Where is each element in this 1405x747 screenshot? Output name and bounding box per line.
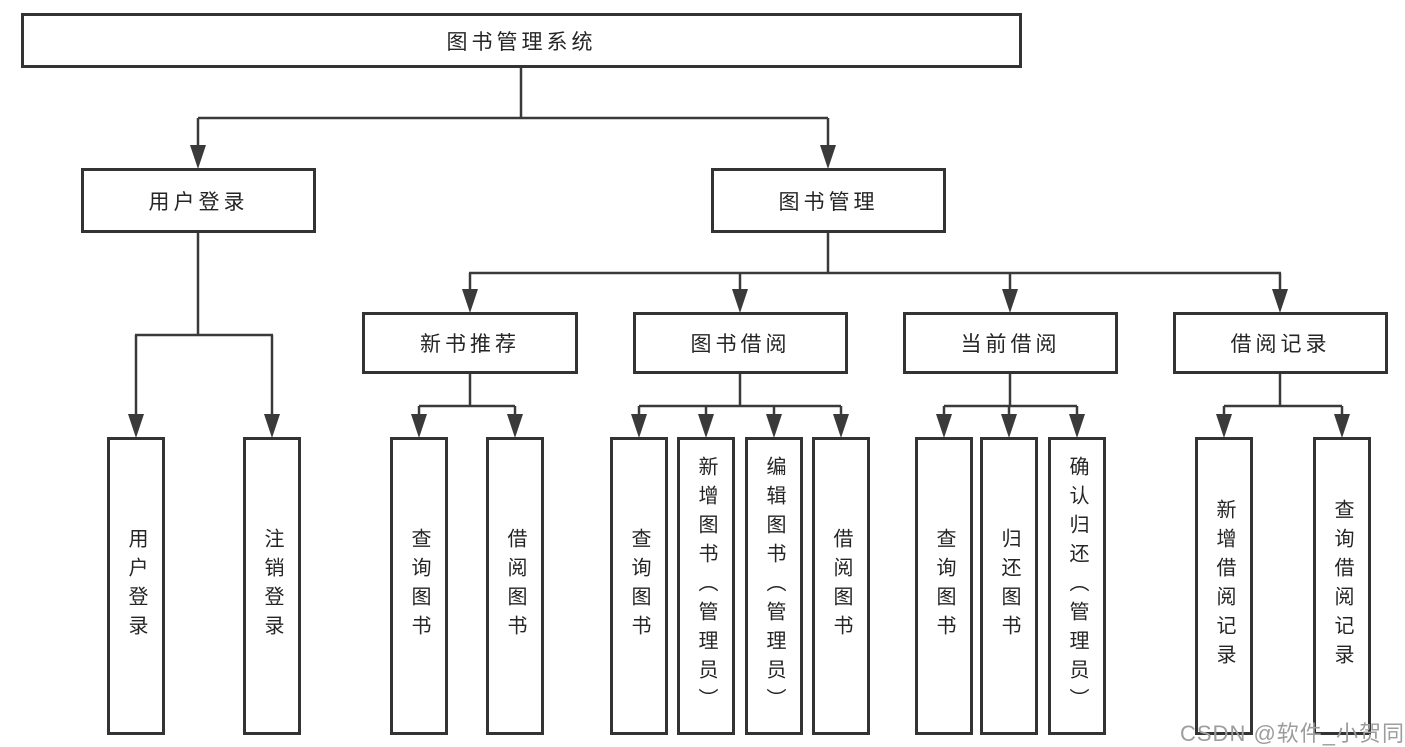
node-label: 借阅图书 xyxy=(830,528,852,644)
arrow-down-icon xyxy=(128,414,144,438)
arrow-down-icon xyxy=(1001,414,1017,438)
node-label: 用户登录 xyxy=(148,190,249,214)
node-label: 编辑图书（管理员） xyxy=(763,455,785,717)
leaf-borrow-books-recommend: 借阅图书 xyxy=(486,437,544,735)
leaf-user-login: 用户登录 xyxy=(107,437,165,735)
arrow-down-icon xyxy=(820,145,836,169)
arrow-down-icon xyxy=(631,414,647,438)
node-current-borrowing: 当前借阅 xyxy=(903,312,1118,374)
node-label: 借阅记录 xyxy=(1230,333,1331,356)
node-label: 图书借阅 xyxy=(690,333,791,356)
csdn-watermark: CSDN @软件_小贺同学 xyxy=(1180,721,1405,746)
leaf-borrow-books-borrowing: 借阅图书 xyxy=(812,437,870,735)
arrow-down-icon xyxy=(1334,414,1350,438)
arrow-down-icon xyxy=(190,145,206,169)
leaf-return-books: 归还图书 xyxy=(980,437,1038,735)
leaf-query-books-borrowing: 查询图书 xyxy=(610,437,668,735)
arrow-down-icon xyxy=(766,414,782,438)
arrow-down-icon xyxy=(732,289,748,313)
node-label: 图书管理 xyxy=(778,190,879,214)
arrow-down-icon xyxy=(1069,414,1085,438)
arrow-down-icon xyxy=(507,414,523,438)
node-label: 查询图书 xyxy=(408,528,430,644)
node-label: 注销登录 xyxy=(261,528,283,644)
arrowhead-group xyxy=(128,145,1350,438)
leaf-edit-books-admin: 编辑图书（管理员） xyxy=(745,437,803,735)
node-borrowing-records: 借阅记录 xyxy=(1173,312,1388,374)
node-label: 查询图书 xyxy=(933,528,955,644)
node-label: 新书推荐 xyxy=(420,333,520,356)
node-label: 新增借阅记录 xyxy=(1213,499,1235,673)
node-library-management-system: 图书管理系统 xyxy=(21,13,1022,68)
node-book-management: 图书管理 xyxy=(711,168,946,233)
node-book-borrowing: 图书借阅 xyxy=(633,312,848,374)
leaf-logout: 注销登录 xyxy=(243,437,301,735)
leaf-query-books-current: 查询图书 xyxy=(915,437,973,735)
arrow-down-icon xyxy=(833,414,849,438)
node-label: 新增图书（管理员） xyxy=(695,455,717,717)
leaf-query-books-recommend: 查询图书 xyxy=(390,437,448,735)
arrow-down-icon xyxy=(1216,414,1232,438)
node-label: 当前借阅 xyxy=(960,333,1061,356)
arrow-down-icon xyxy=(1272,289,1288,313)
node-label: 借阅图书 xyxy=(504,528,526,644)
arrow-down-icon xyxy=(411,414,427,438)
node-label: 归还图书 xyxy=(998,528,1020,644)
arrow-down-icon xyxy=(698,414,714,438)
arrow-down-icon xyxy=(264,414,280,438)
node-label: 确认归还（管理员） xyxy=(1066,455,1088,717)
arrow-down-icon xyxy=(462,289,478,313)
node-label: 查询借阅记录 xyxy=(1331,499,1353,673)
leaf-confirm-return-admin: 确认归还（管理员） xyxy=(1048,437,1106,735)
node-label: 用户登录 xyxy=(125,528,147,644)
leaf-add-books-admin: 新增图书（管理员） xyxy=(677,437,735,735)
leaf-add-borrow-record: 新增借阅记录 xyxy=(1195,437,1253,735)
node-label: 图书管理系统 xyxy=(446,30,597,54)
node-new-book-recommendation: 新书推荐 xyxy=(362,312,578,374)
arrow-down-icon xyxy=(1002,289,1018,313)
leaf-query-borrow-record: 查询借阅记录 xyxy=(1313,437,1371,735)
arrow-down-icon xyxy=(936,414,952,438)
node-label: 查询图书 xyxy=(628,528,650,644)
node-user-login: 用户登录 xyxy=(81,168,316,233)
